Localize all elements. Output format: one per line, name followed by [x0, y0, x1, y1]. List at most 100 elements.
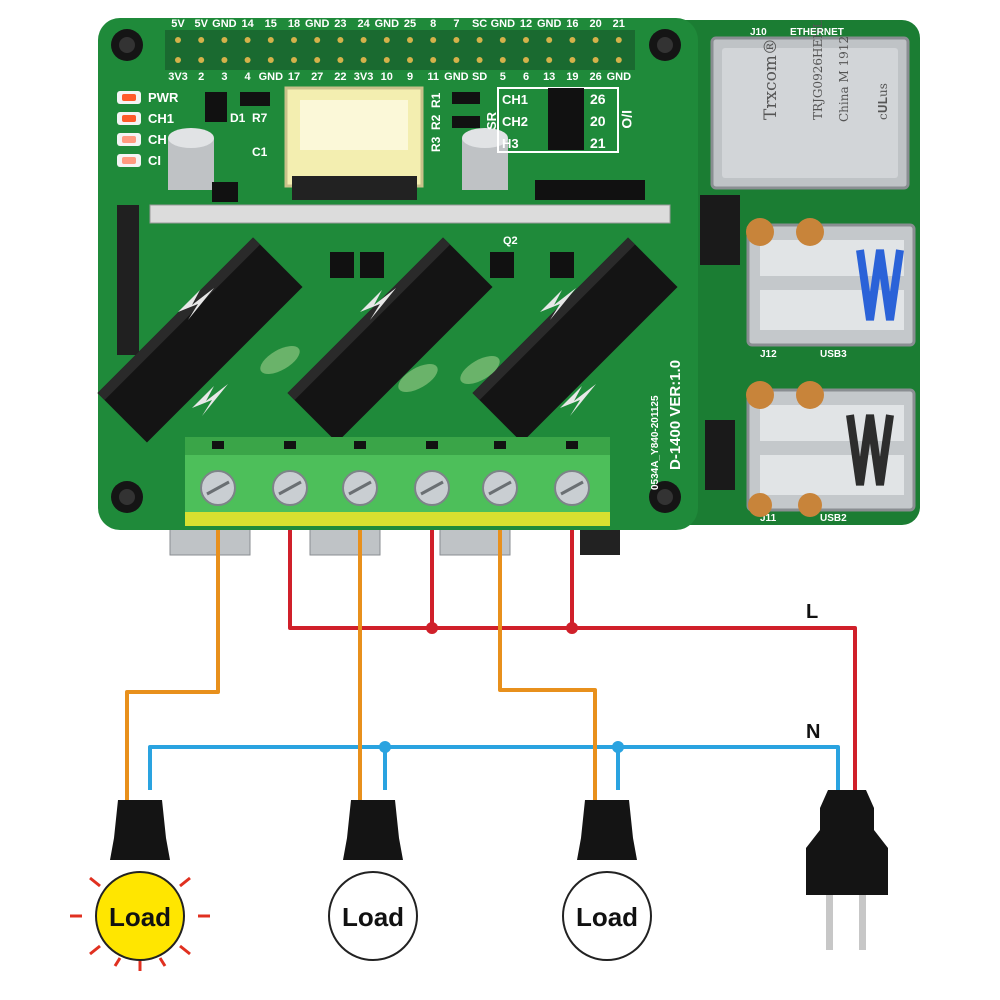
- gpio-pin: [523, 37, 529, 43]
- gpio-top-label: GND: [212, 18, 237, 30]
- silk-ch1: CH1: [502, 92, 528, 107]
- gpio-bottom-label: 11: [427, 71, 439, 83]
- gpio-pin: [453, 57, 460, 63]
- model-label: D-1400 VER:1.0: [667, 360, 684, 470]
- gpio-bottom-label: 26: [589, 71, 601, 83]
- led-icon: [122, 157, 136, 164]
- live-label: L: [806, 601, 818, 623]
- gpio-pin: [615, 37, 622, 43]
- load-bulb: Load: [328, 800, 418, 961]
- gpio-top-label: 21: [613, 18, 625, 30]
- j11-label: J11: [760, 513, 777, 524]
- gpio-bottom-label: SD: [472, 71, 487, 83]
- transformer-base: [292, 176, 417, 200]
- light-ray: [179, 944, 191, 956]
- usb3-tongue-icon: [856, 249, 904, 321]
- led-label: CH: [148, 132, 167, 147]
- pi-mount-hole: [796, 218, 824, 246]
- mount-screw-icon: [111, 481, 143, 513]
- light-ray: [89, 944, 101, 956]
- load-wire-3: [498, 530, 597, 800]
- ethernet-label: ETHERNET: [790, 27, 844, 38]
- terminal-slot: [494, 441, 506, 449]
- gpio-pin: [198, 57, 205, 63]
- gpio-bottom-label: GND: [607, 71, 632, 83]
- gpio-pin: [430, 37, 437, 43]
- mount-screw-icon: [649, 481, 681, 513]
- led-icon: [122, 94, 136, 101]
- gpio-bottom-label: GND: [259, 71, 284, 83]
- usb2-label: USB2: [820, 513, 847, 524]
- gpio-top-label: GND: [491, 18, 516, 30]
- gpio-pin: [314, 57, 321, 63]
- gpio-top-label: 8: [430, 18, 436, 30]
- led-label: CI: [148, 153, 161, 168]
- silk-sr: SR: [484, 111, 499, 130]
- varistor: [398, 364, 438, 392]
- gpio-pin: [407, 57, 413, 63]
- silk-q2: Q2: [503, 235, 518, 247]
- silk-io-26: 26: [590, 91, 606, 107]
- smd-component: [452, 116, 480, 128]
- usb2-tongue-icon: [846, 414, 894, 486]
- bulb-glass: [95, 871, 185, 961]
- gpio-pin: [221, 57, 228, 63]
- capacitor-c1: [168, 128, 214, 190]
- silk-r3: R3: [429, 136, 443, 152]
- gpio-pin: [592, 37, 599, 43]
- screw-slot: [206, 480, 230, 496]
- bulb-socket-icon: [110, 800, 170, 860]
- gpio-bottom-label: 27: [311, 71, 323, 83]
- terminal-block: [185, 455, 610, 515]
- load-bulb: Load: [562, 800, 652, 961]
- live-junction: [426, 622, 438, 634]
- gpio-pin: [244, 57, 251, 63]
- terminal-slot: [354, 441, 366, 449]
- silk-io-21: 21: [590, 135, 606, 151]
- gpio-top-label: GND: [375, 18, 400, 30]
- silk-c1: C1: [252, 145, 268, 159]
- ssr-relay-2: [287, 237, 493, 443]
- bulb-socket-icon: [577, 800, 637, 860]
- raspberry-pi-board: Trxcom® TRJG0926HENL China M 1912 c𝐔𝐋us …: [169, 20, 920, 556]
- silk-io: I/O: [619, 110, 635, 129]
- gpio-pin: [360, 37, 367, 43]
- fpc-connector: [117, 205, 139, 355]
- gpio-pin: [476, 57, 483, 63]
- gpio-bottom-label: 3V3: [168, 71, 188, 83]
- light-ray: [179, 876, 191, 888]
- led-label: PWR: [148, 90, 179, 105]
- lightning-icon: [360, 288, 396, 320]
- gpio-bottom-label: 22: [334, 71, 346, 83]
- screw-slot: [560, 480, 584, 496]
- gpio-pin: [360, 57, 367, 63]
- gpio-pin: [221, 37, 228, 43]
- rj45-brand: Trxcom®: [761, 38, 781, 120]
- gpio-pin: [175, 57, 181, 63]
- pi-mount-hole: [748, 493, 772, 517]
- gpio-top-label: 24: [357, 18, 370, 30]
- varistor: [260, 346, 300, 374]
- gpio-pin: [383, 37, 390, 43]
- terminal-slot: [566, 441, 578, 449]
- silk-r2: R2: [429, 114, 443, 130]
- gpio-pin: [499, 57, 506, 63]
- bulb-glass: [328, 871, 418, 961]
- smd-component: [452, 92, 480, 104]
- pi-chip: [705, 420, 735, 490]
- led-icon: [122, 115, 136, 122]
- screw-slot: [278, 480, 302, 496]
- terminal-top: [185, 437, 610, 455]
- gpio-pin: [383, 57, 390, 63]
- ssr-relay-3: [472, 237, 678, 443]
- led-label: CH1: [148, 111, 174, 126]
- lightning-icon: [540, 288, 576, 320]
- lightning-icon: [192, 384, 228, 416]
- wiring: [125, 530, 857, 800]
- silk-r1: R1: [429, 92, 443, 108]
- gpio-bottom-label: 9: [407, 71, 413, 83]
- silk-d1: D1: [230, 111, 246, 125]
- smd-component: [240, 92, 270, 106]
- gpio-top-label: 25: [404, 18, 416, 30]
